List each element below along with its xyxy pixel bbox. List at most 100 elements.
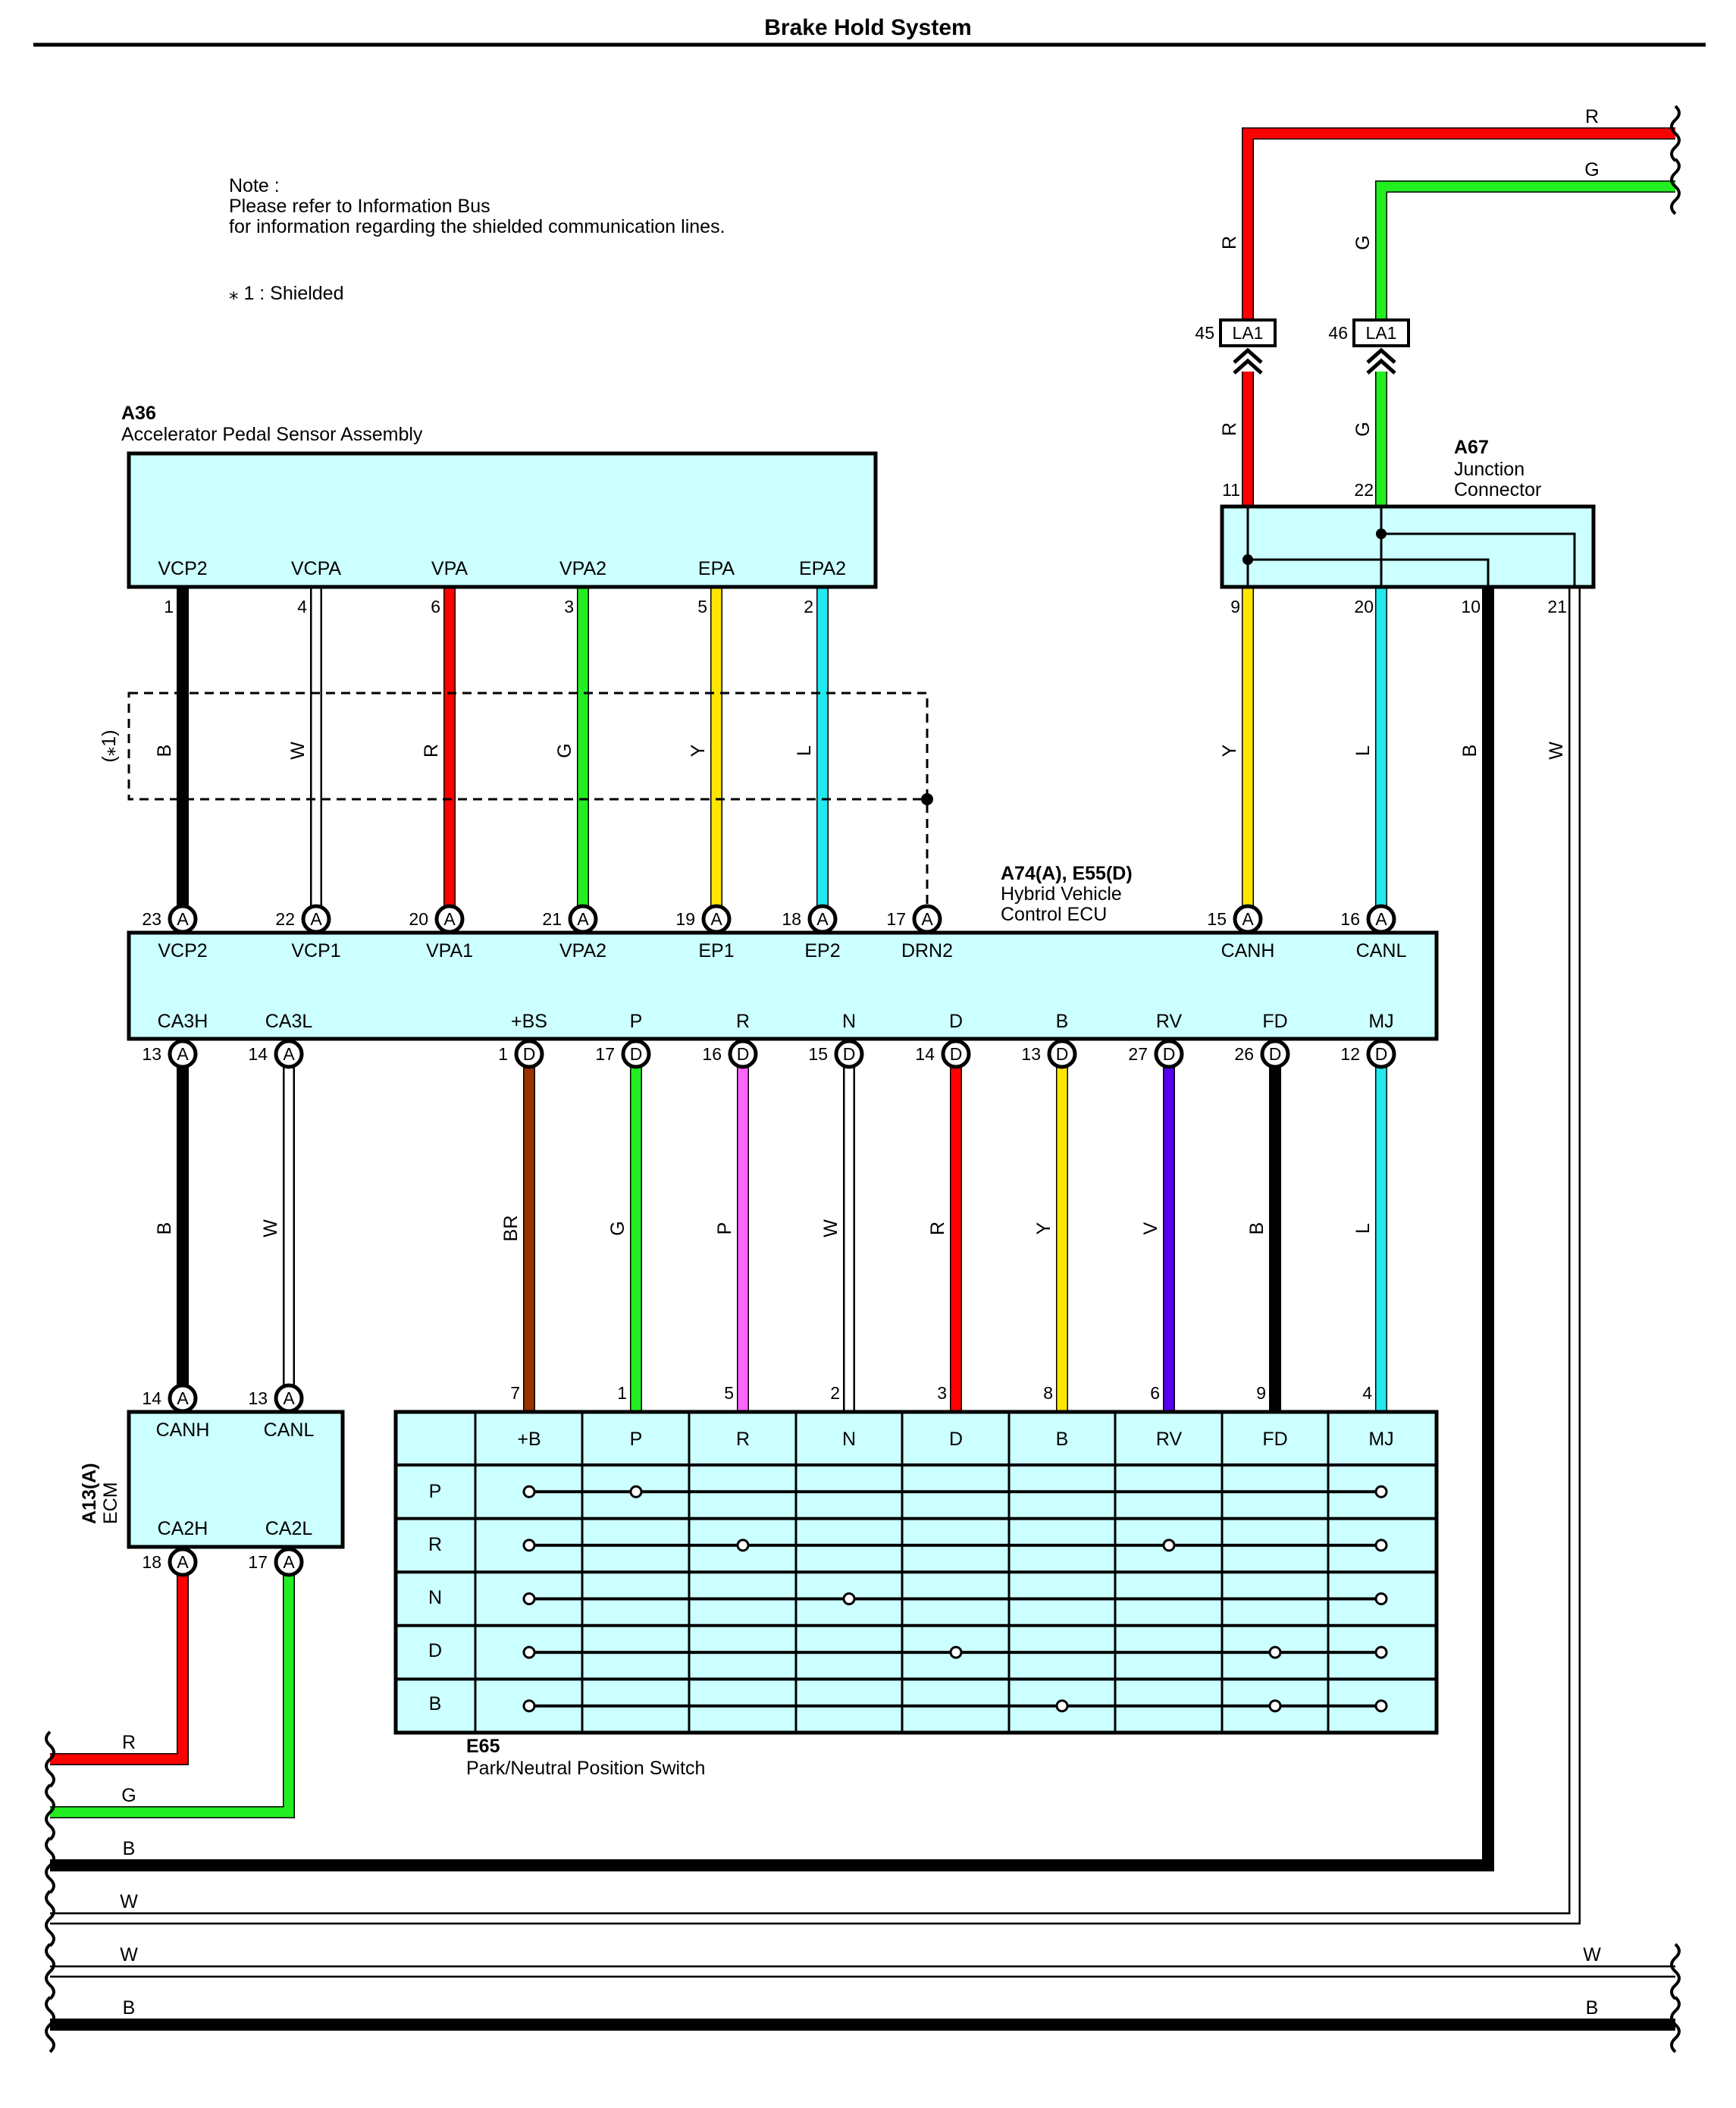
wire-ca2h <box>50 1562 189 1765</box>
svg-text:A: A <box>443 909 456 929</box>
svg-text:14: 14 <box>248 1044 268 1064</box>
e65-col-header: N <box>842 1429 856 1450</box>
svg-text:D: D <box>737 1044 750 1064</box>
a36-pin-label: VCP2 <box>158 558 207 579</box>
e65-row-label: P <box>429 1481 442 1502</box>
a36-pin-label: EPA2 <box>799 558 846 579</box>
la1-connectors: LA1 45 LA1 46 <box>1195 318 1410 375</box>
contact-point <box>1268 1645 1282 1659</box>
bottom-bus-label: W <box>120 1891 138 1912</box>
a36-pin-label: VPA <box>431 558 468 579</box>
svg-text:D: D <box>950 1044 963 1064</box>
wire-break-mark <box>45 1996 55 2053</box>
svg-text:A: A <box>710 909 722 929</box>
wire-code: B <box>1459 745 1481 758</box>
e65-id: E65 <box>466 1736 500 1757</box>
e65-col-header: FD <box>1262 1429 1287 1450</box>
e65-headers: +B P R N D B RV FD MJ P R N D B <box>428 1429 1394 1714</box>
svg-text:D: D <box>1163 1044 1176 1064</box>
ecu-bottom-label: R <box>736 1011 750 1032</box>
a67-id: A67 <box>1454 437 1489 458</box>
a67-name-1: Junction <box>1454 459 1524 480</box>
wire-code: B <box>154 745 175 758</box>
svg-text:13: 13 <box>142 1044 161 1064</box>
ecu-top-label: CANL <box>1356 940 1407 961</box>
contact-point <box>1374 1699 1388 1713</box>
svg-text:23: 23 <box>142 909 161 929</box>
svg-text:A: A <box>921 909 933 929</box>
svg-text:7: 7 <box>510 1383 520 1403</box>
wire-code: G <box>607 1221 628 1235</box>
wire-code: G <box>1352 422 1374 436</box>
wire-code: Y <box>1033 1222 1054 1234</box>
e65-row-label: R <box>428 1534 442 1555</box>
svg-text:4: 4 <box>1362 1383 1372 1403</box>
wire-break-mark <box>45 1837 55 1894</box>
contact-point <box>1374 1592 1388 1605</box>
svg-text:D: D <box>1056 1044 1069 1064</box>
wire-ca2l <box>50 1562 295 1818</box>
note-line-1: Note : <box>229 175 280 196</box>
wires <box>50 127 1675 2031</box>
a36-pin-number: 3 <box>564 597 574 616</box>
contact-point <box>522 1699 536 1713</box>
a36-connector: A36 Accelerator Pedal Sensor Assembly VC… <box>121 403 878 616</box>
a36-pin-number: 1 <box>164 597 174 616</box>
bottom-bus-label: B <box>123 1997 136 2019</box>
svg-text:D: D <box>1375 1044 1388 1064</box>
wire-code: P <box>714 1222 735 1235</box>
contact-point <box>949 1645 963 1659</box>
ecu-name-2: Control ECU <box>1001 904 1107 925</box>
ecm-name: ECM <box>100 1482 121 1524</box>
page-title: Brake Hold System <box>764 15 971 40</box>
svg-text:A: A <box>816 909 829 929</box>
terminal: 16 D <box>702 1039 758 1069</box>
ecm-id: A13(A) <box>79 1463 100 1524</box>
svg-text:18: 18 <box>142 1552 161 1572</box>
top-bus-label: R <box>1585 106 1599 127</box>
wire-code: B <box>154 1222 175 1235</box>
terminal: 17 A <box>886 904 942 934</box>
svg-text:LA1: LA1 <box>1233 323 1264 343</box>
svg-text:13: 13 <box>248 1388 268 1408</box>
svg-text:17: 17 <box>886 909 906 929</box>
svg-text:A: A <box>177 1552 189 1572</box>
wire-break-mark <box>45 1943 55 2000</box>
ecu-bottom-label: FD <box>1262 1011 1287 1032</box>
svg-text:16: 16 <box>702 1044 722 1064</box>
e65-contacts <box>522 1485 1388 1713</box>
svg-text:12: 12 <box>1340 1044 1360 1064</box>
ecm-label: CA2H <box>158 1518 208 1539</box>
svg-text:21: 21 <box>542 909 562 929</box>
a67-pin-number: 10 <box>1461 597 1481 616</box>
a67-connector: A67 Junction Connector 11 22 9 20 10 21 <box>1220 437 1596 616</box>
a67-pin-number: 11 <box>1222 480 1240 500</box>
wire-code: L <box>794 745 815 756</box>
wire-break-mark <box>45 1890 55 1947</box>
e65-grid <box>396 1412 1437 1733</box>
ecu-bottom-label: +BS <box>511 1011 547 1032</box>
svg-text:A: A <box>283 1388 295 1408</box>
wire-break-mark <box>1670 1996 1681 2053</box>
ecm-label: CANH <box>156 1419 210 1441</box>
a36-pin-number: 5 <box>697 597 707 616</box>
e65-row-label: N <box>428 1587 442 1608</box>
wire-top-r <box>1242 127 1675 318</box>
wire-code: BR <box>500 1216 522 1242</box>
svg-text:A: A <box>177 1044 189 1064</box>
a36-pin-number: 4 <box>297 597 307 616</box>
hybrid-ecu: A74(A), E55(D) Hybrid Vehicle Control EC… <box>127 863 1439 1041</box>
wire-code: W <box>1546 742 1567 760</box>
wire-code: Y <box>1219 744 1240 757</box>
bottom-bus-label: W <box>120 1944 138 1965</box>
a36-pin-label: EPA <box>698 558 735 579</box>
svg-text:1: 1 <box>498 1044 508 1064</box>
ecu-top-label: EP2 <box>804 940 840 961</box>
svg-text:2: 2 <box>830 1383 840 1403</box>
